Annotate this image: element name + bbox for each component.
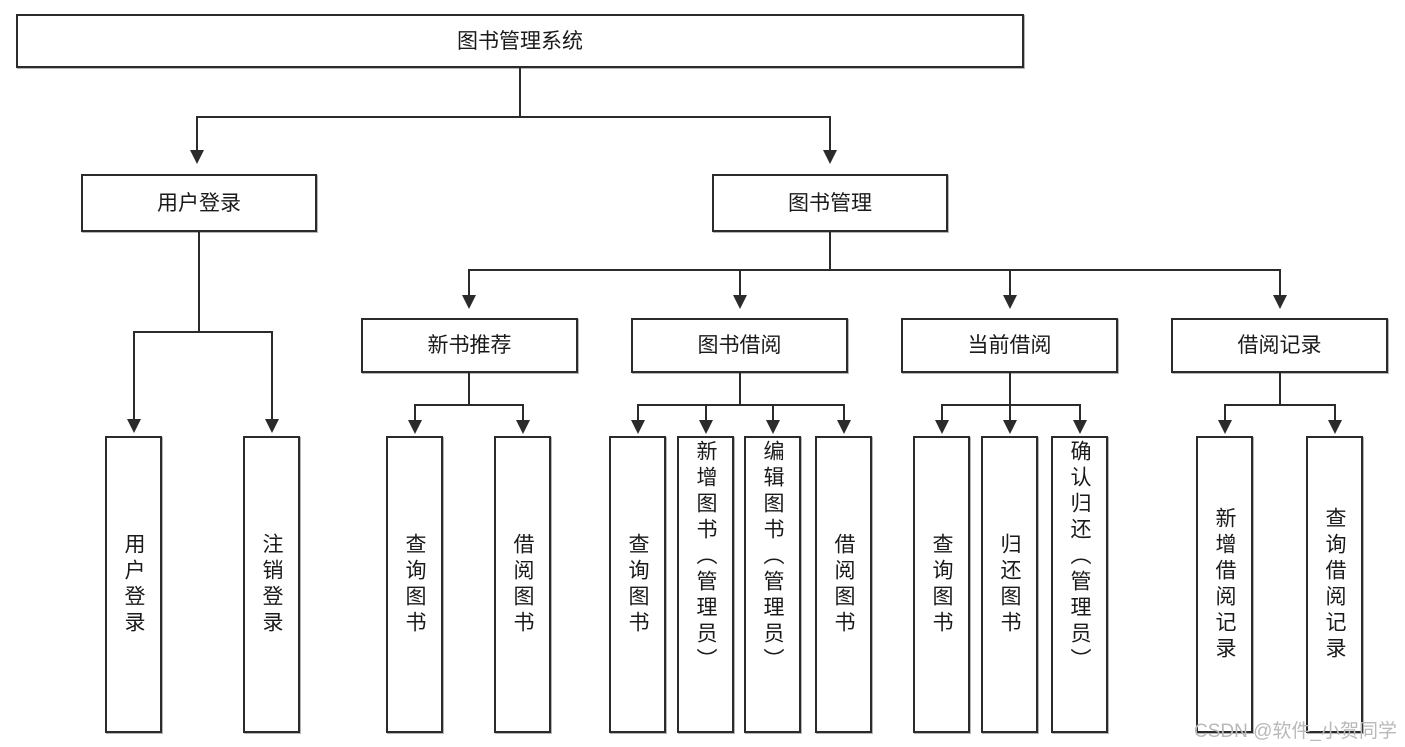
arrowhead-current-borrow [1003, 295, 1017, 309]
connector-bb-to-leaf-4 [843, 404, 845, 422]
node-label: 新书推荐 [427, 334, 512, 357]
node-leaf-logout-login[interactable]: 注销登录 [243, 436, 300, 733]
node-root-system[interactable]: 图书管理系统 [16, 14, 1024, 68]
node-leaf-query-book-3[interactable]: 查询图书 [913, 436, 970, 733]
arrowhead-leaf-query-book-3 [935, 420, 949, 434]
arrowhead-leaf-query-record [1328, 420, 1342, 434]
node-label: 用户登录 [157, 191, 241, 215]
connector-current-borrow-stem [1009, 373, 1011, 405]
node-book-management[interactable]: 图书管理 [712, 174, 948, 232]
connector-bb-to-leaf-2 [705, 404, 707, 422]
connector-root-stem [519, 68, 521, 117]
node-label: 归还图书 [998, 532, 1021, 637]
node-label: 新增图书（管理员） [694, 440, 717, 674]
node-leaf-add-record[interactable]: 新增借阅记录 [1196, 436, 1253, 733]
node-current-borrow[interactable]: 当前借阅 [901, 318, 1118, 373]
connector-to-borrow-record [1279, 269, 1281, 297]
node-label: 查询图书 [930, 532, 953, 637]
connector-bb-to-leaf-1 [637, 404, 639, 422]
connector-book-management-stem [829, 232, 831, 270]
node-label: 图书管理系统 [457, 29, 583, 53]
node-leaf-query-book-1[interactable]: 查询图书 [386, 436, 443, 733]
node-borrow-record[interactable]: 借阅记录 [1171, 318, 1388, 373]
node-leaf-borrow-book-2[interactable]: 借阅图书 [815, 436, 872, 733]
node-label: 借阅图书 [832, 532, 855, 637]
connector-borrow-record-bus [1224, 404, 1336, 406]
connector-user-login-to-leaf-2 [271, 331, 273, 421]
connector-user-login-stem [198, 232, 200, 332]
arrowhead-leaf-logout-login [265, 419, 279, 433]
connector-new-book-recommend-bus [414, 404, 524, 406]
connector-to-book-borrow [739, 269, 741, 297]
arrowhead-leaf-add-record [1218, 420, 1232, 434]
node-label: 借阅图书 [511, 532, 534, 637]
node-label: 查询图书 [626, 532, 649, 637]
connector-borrow-record-stem [1279, 373, 1281, 405]
node-label: 注销登录 [260, 532, 283, 637]
connector-book-borrow-bus [637, 404, 845, 406]
node-leaf-edit-book[interactable]: 编辑图书（管理员） [744, 436, 801, 733]
connector-user-login-to-leaf-1 [133, 331, 135, 421]
node-new-book-recommend[interactable]: 新书推荐 [361, 318, 578, 373]
connector-to-new-book-recommend [468, 269, 470, 297]
arrowhead-leaf-query-book-2 [631, 420, 645, 434]
connector-br-to-leaf-1 [1224, 404, 1226, 422]
connector-bb-to-leaf-3 [772, 404, 774, 422]
connector-br-to-leaf-2 [1334, 404, 1336, 422]
arrowhead-borrow-record [1273, 295, 1287, 309]
arrowhead-user-login [190, 150, 204, 164]
arrowhead-leaf-return-book [1003, 420, 1017, 434]
node-book-borrow[interactable]: 图书借阅 [631, 318, 848, 373]
node-leaf-user-login[interactable]: 用户登录 [105, 436, 162, 733]
node-label: 查询图书 [403, 532, 426, 637]
connector-cb-to-leaf-1 [941, 404, 943, 422]
arrowhead-leaf-edit-book [766, 420, 780, 434]
arrowhead-book-borrow [733, 295, 747, 309]
connector-new-book-recommend-stem [468, 373, 470, 405]
node-leaf-query-book-2[interactable]: 查询图书 [609, 436, 666, 733]
arrowhead-leaf-add-book [699, 420, 713, 434]
node-leaf-query-record[interactable]: 查询借阅记录 [1306, 436, 1363, 733]
arrowhead-leaf-borrow-book-1 [516, 420, 530, 434]
arrowhead-leaf-borrow-book-2 [837, 420, 851, 434]
node-user-login[interactable]: 用户登录 [81, 174, 317, 232]
node-leaf-add-book[interactable]: 新增图书（管理员） [677, 436, 734, 733]
connector-to-current-borrow [1009, 269, 1011, 297]
node-label: 当前借阅 [967, 334, 1052, 357]
node-label: 借阅记录 [1237, 334, 1322, 357]
node-label: 查询借阅记录 [1323, 506, 1346, 663]
node-label: 新增借阅记录 [1213, 506, 1236, 663]
connector-cb-to-leaf-3 [1079, 404, 1081, 422]
node-label: 图书管理 [788, 191, 872, 215]
connector-book-management-bus [468, 269, 1280, 271]
node-label: 编辑图书（管理员） [761, 440, 784, 674]
connector-root-to-book-management [829, 116, 831, 152]
arrowhead-leaf-confirm-return [1073, 420, 1087, 434]
node-leaf-confirm-return[interactable]: 确认归还（管理员） [1051, 436, 1108, 733]
arrowhead-leaf-user-login [127, 419, 141, 433]
connector-root-bus [196, 116, 831, 118]
connector-current-borrow-bus [941, 404, 1081, 406]
node-label: 确认归还（管理员） [1068, 440, 1091, 674]
connector-nbr-to-leaf-2 [522, 404, 524, 422]
connector-book-borrow-stem [739, 373, 741, 405]
node-label: 用户登录 [122, 532, 145, 637]
connector-nbr-to-leaf-1 [414, 404, 416, 422]
connector-root-to-user-login [196, 116, 198, 152]
arrowhead-book-management [823, 150, 837, 164]
node-leaf-borrow-book-1[interactable]: 借阅图书 [494, 436, 551, 733]
connector-user-login-bus [133, 331, 273, 333]
node-label: 图书借阅 [697, 334, 782, 357]
arrowhead-new-book-recommend [462, 295, 476, 309]
arrowhead-leaf-query-book-1 [408, 420, 422, 434]
csdn-watermark: CSDN @软件_小贺同学 [1194, 721, 1397, 742]
connector-cb-to-leaf-2 [1009, 404, 1011, 422]
node-leaf-return-book[interactable]: 归还图书 [981, 436, 1038, 733]
